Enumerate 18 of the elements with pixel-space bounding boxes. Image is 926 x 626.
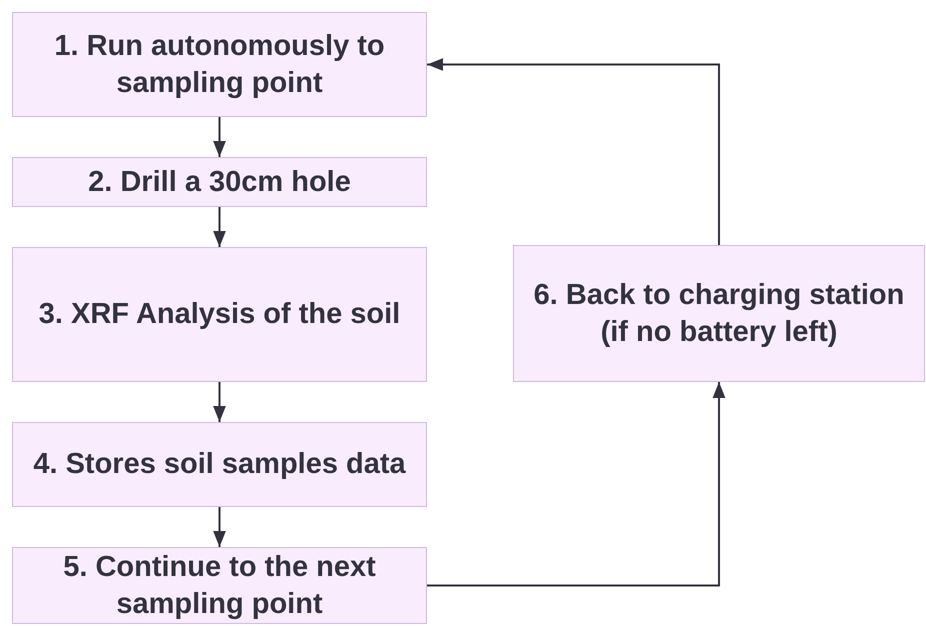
arrow [213, 507, 226, 547]
arrow [427, 382, 726, 586]
step-text: 5. Continue to the next sampling point [62, 550, 377, 622]
process-box [513, 245, 925, 382]
process-box [12, 422, 427, 507]
arrow [213, 382, 226, 422]
arrow [427, 58, 720, 245]
step-text: 4. Stores soil samples data [33, 447, 406, 482]
step-text: 2. Drill a 30cm hole [88, 164, 351, 200]
process-box [12, 157, 427, 207]
arrow [213, 117, 226, 157]
arrow [213, 207, 226, 247]
step-text: 6. Back to charging station (if no battery left) [532, 278, 906, 350]
process-box [12, 12, 427, 117]
step-text: 1. Run autonomously to sampling point [53, 29, 386, 100]
process-box [12, 547, 427, 624]
step-text: 3. XRF Analysis of the soil [38, 297, 400, 332]
process-box [12, 247, 427, 382]
